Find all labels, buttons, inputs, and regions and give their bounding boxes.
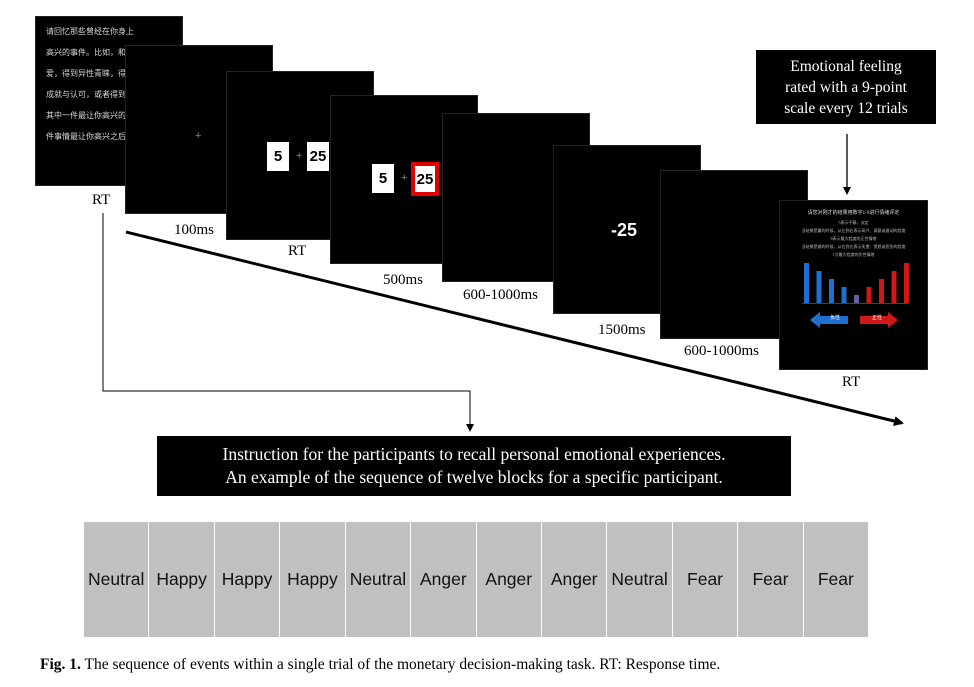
- emotion-block: Happy: [214, 522, 281, 637]
- figure-caption: Fig. 1. The sequence of events within a …: [40, 656, 720, 674]
- rating-line: 当结果是赢的时候，从左到右表示高兴、满意或激动的程度: [801, 228, 906, 233]
- rating-bar: [904, 263, 909, 303]
- instruction-chinese-text: 请回忆那些曾经在你身上 高兴的事件。比如，和家人 爱，得到异性青睐，得到一 成就…: [46, 27, 142, 141]
- rt-label-3: RT: [842, 374, 861, 390]
- rating-screen: 请您对刚才的结果用数字1-9进行情绪评定 5表示平静，淡定 当结果是赢的时候，从…: [780, 201, 927, 369]
- rating-bar: [866, 287, 872, 303]
- rating-note-line-3: scale every 12 trials: [784, 99, 908, 117]
- rating-line: 1为最大程度的负性情绪: [832, 252, 875, 257]
- selection-fixation: +: [401, 172, 408, 184]
- rating-line: 9表示最大程度的正性情绪: [830, 236, 877, 241]
- negative-arrow-icon: [810, 312, 848, 328]
- rating-note-box: Emotional feeling rated with a 9-point s…: [756, 50, 936, 124]
- emotion-block: Happy: [280, 522, 346, 637]
- rt-label-1: RT: [92, 192, 111, 208]
- left-option-number: 5: [267, 142, 289, 171]
- selected-left-number: 5: [372, 164, 394, 193]
- emotion-block: Anger: [541, 522, 608, 637]
- positive-arrow-icon: [860, 312, 898, 328]
- caption-text: The sequence of events within a single t…: [84, 656, 721, 673]
- emotion-block: Neutral: [84, 522, 150, 637]
- feedback-value: -25: [611, 220, 638, 240]
- selected-right-number: 25: [411, 162, 439, 196]
- caption-label: Fig. 1.: [40, 656, 81, 673]
- time-axis-arrow: [125, 230, 904, 426]
- instruction-line-2: An example of the sequence of twelve blo…: [225, 467, 723, 487]
- rating-line: 当结果是输的时候，从右到左表示失望、愤怒或悲伤的程度: [801, 244, 906, 249]
- rating-line: 5表示平静，淡定: [838, 220, 869, 225]
- emotion-block: Fear: [672, 522, 739, 637]
- instruction-box: Instruction for the participants to reca…: [157, 436, 791, 496]
- duration-600-1000ms-b: 600-1000ms: [684, 343, 759, 359]
- rt-label-2: RT: [288, 243, 307, 259]
- negative-label: 负性: [830, 316, 841, 321]
- emotion-block: Fear: [738, 522, 804, 637]
- rating-bar: [829, 279, 834, 303]
- duration-600-1000ms-a: 600-1000ms: [463, 287, 538, 303]
- rating-bar: [841, 287, 847, 303]
- positive-label: 正性: [872, 316, 883, 321]
- choice-fixation: +: [296, 150, 303, 162]
- rating-bar: [816, 271, 822, 303]
- rating-title: 请您对刚才的结果用数字1-9进行情绪评定: [807, 211, 900, 216]
- rating-note-line-2: rated with a 9-point: [785, 78, 907, 96]
- duration-500ms: 500ms: [383, 272, 424, 288]
- right-option-number: 25: [307, 142, 329, 171]
- rating-note-line-1: Emotional feeling: [790, 57, 902, 75]
- duration-100ms: 100ms: [174, 222, 215, 238]
- emotion-block: Neutral: [345, 522, 412, 637]
- rating-bar: [879, 279, 884, 303]
- rating-instructions: 5表示平静，淡定 当结果是赢的时候，从左到右表示高兴、满意或激动的程度 9表示最…: [784, 219, 923, 261]
- rt-connector-line: [102, 213, 474, 432]
- rating-scale: [802, 263, 909, 304]
- emotion-block: Anger: [411, 522, 477, 637]
- emotion-block: Anger: [476, 522, 542, 637]
- rating-bar: [891, 271, 897, 303]
- fixation-cross: +: [195, 130, 202, 142]
- instruction-line-1: Instruction for the participants to reca…: [222, 444, 726, 464]
- rating-bar: [854, 295, 859, 303]
- emotion-block: Neutral: [607, 522, 673, 637]
- duration-1500ms: 1500ms: [598, 322, 646, 338]
- emotion-block: Happy: [149, 522, 215, 637]
- rating-bar: [804, 263, 809, 303]
- emotion-block: Fear: [803, 522, 869, 637]
